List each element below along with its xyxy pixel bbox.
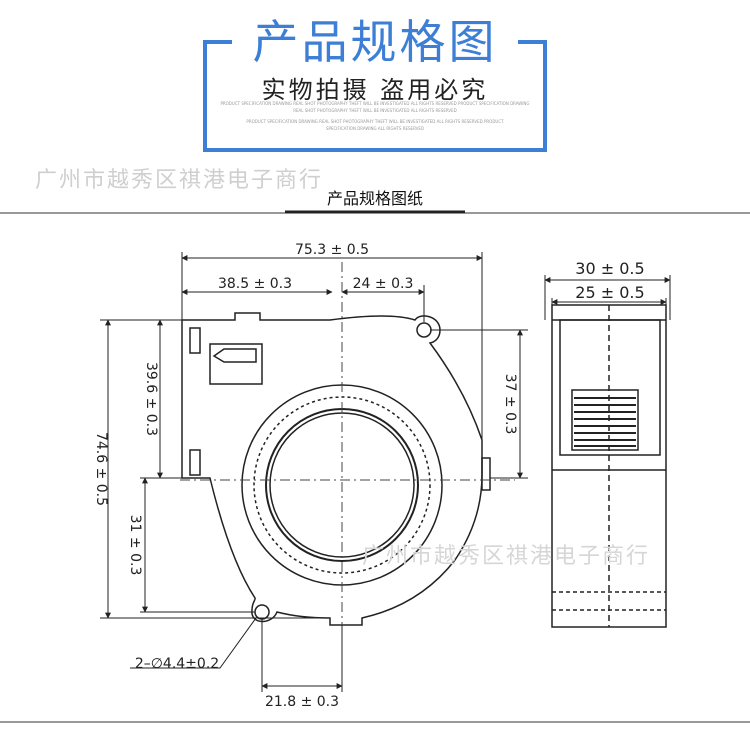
- watermark-top: 广州市越秀区祺港电子商行: [35, 168, 324, 193]
- center-lines: [180, 262, 515, 635]
- dim-center-to-hole: 24 ± 0.3: [353, 276, 414, 292]
- dim-overall-height: 74.6 ± 0.5: [93, 432, 109, 506]
- blower-drawing: 75.3 ± 0.5 38.5 ± 0.3 24 ± 0.3 74.6 ± 0.…: [0, 242, 750, 723]
- dim-right-hole-to-outlet: 37 ± 0.3: [502, 374, 518, 435]
- watermark-middle: 广州市越秀区祺港电子商行: [362, 544, 651, 569]
- side-dimension-lines: [544, 275, 671, 320]
- front-view: [181, 312, 491, 626]
- section-title: 产品规格图纸: [326, 189, 423, 208]
- fine-print-line: SPECIFICATION DRAWING ALL RIGHTS RESERVE…: [326, 126, 424, 131]
- header-frame: [0, 40, 750, 214]
- side-view-fins: [574, 397, 636, 447]
- dim-top-to-center: 39.6 ± 0.3: [143, 362, 159, 436]
- dim-center-to-bottom-hole: 31 ± 0.3: [127, 515, 143, 576]
- dimension-lines: [100, 252, 528, 692]
- dim-left-to-center: 38.5 ± 0.3: [218, 276, 292, 292]
- dim-hole-diameter: 2–∅4.4±0.2: [135, 656, 219, 672]
- side-view: [551, 304, 667, 628]
- dim-side-body-width: 25 ± 0.5: [575, 283, 644, 302]
- fine-print-line: PRODUCT SPECIFICATION DRAWING REAL SHOT …: [220, 101, 530, 106]
- dim-overall-width: 75.3 ± 0.5: [295, 242, 369, 258]
- page-subtitle: 实物拍摄 盗用必究: [261, 76, 489, 104]
- fine-print-line: PRODUCT SPECIFICATION DRAWING REAL SHOT …: [246, 119, 504, 124]
- dim-side-total-width: 30 ± 0.5: [575, 259, 644, 278]
- dim-bottom-hole-offset: 21.8 ± 0.3: [265, 694, 339, 710]
- page-title: 产品规格图: [252, 15, 498, 69]
- fine-print-line: REAL SHOT PHOTOGRAPHY THEFT WILL BE INVE…: [293, 108, 457, 113]
